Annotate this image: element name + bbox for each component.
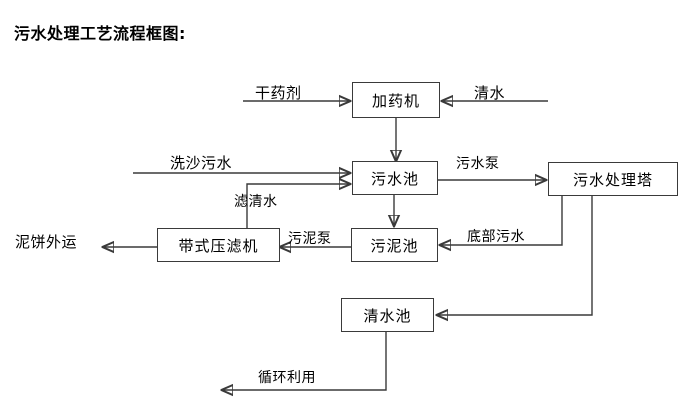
edge-label-filtered-water: 滤清水 <box>234 194 278 210</box>
wire-tower-to-clean-water-pool <box>437 196 593 315</box>
node-clean-water-pool[interactable]: 清水池 <box>341 298 434 332</box>
terminal-clean-water-input: 清水 <box>474 84 506 102</box>
node-belt-filter-press[interactable]: 带式压滤机 <box>157 228 280 262</box>
node-sewage-pool[interactable]: 污水池 <box>352 161 438 195</box>
terminal-sand-wash-sewage: 洗沙污水 <box>170 154 233 172</box>
node-dosing-machine[interactable]: 加药机 <box>352 82 440 118</box>
node-treatment-tower[interactable]: 污水处理塔 <box>548 162 678 196</box>
edge-label-sludge-pump: 污泥泵 <box>288 231 332 247</box>
terminal-mud-cake-out: 泥饼外运 <box>15 233 78 251</box>
node-sludge-pool[interactable]: 污泥池 <box>351 228 438 262</box>
terminal-dry-chemical: 干药剂 <box>255 84 302 102</box>
edge-label-recycle: 循环利用 <box>258 370 316 386</box>
page-title: 污水处理工艺流程框图: <box>14 24 186 43</box>
edge-label-sewage-pump: 污水泵 <box>456 156 500 172</box>
edge-label-bottom-sewage: 底部污水 <box>467 229 525 245</box>
